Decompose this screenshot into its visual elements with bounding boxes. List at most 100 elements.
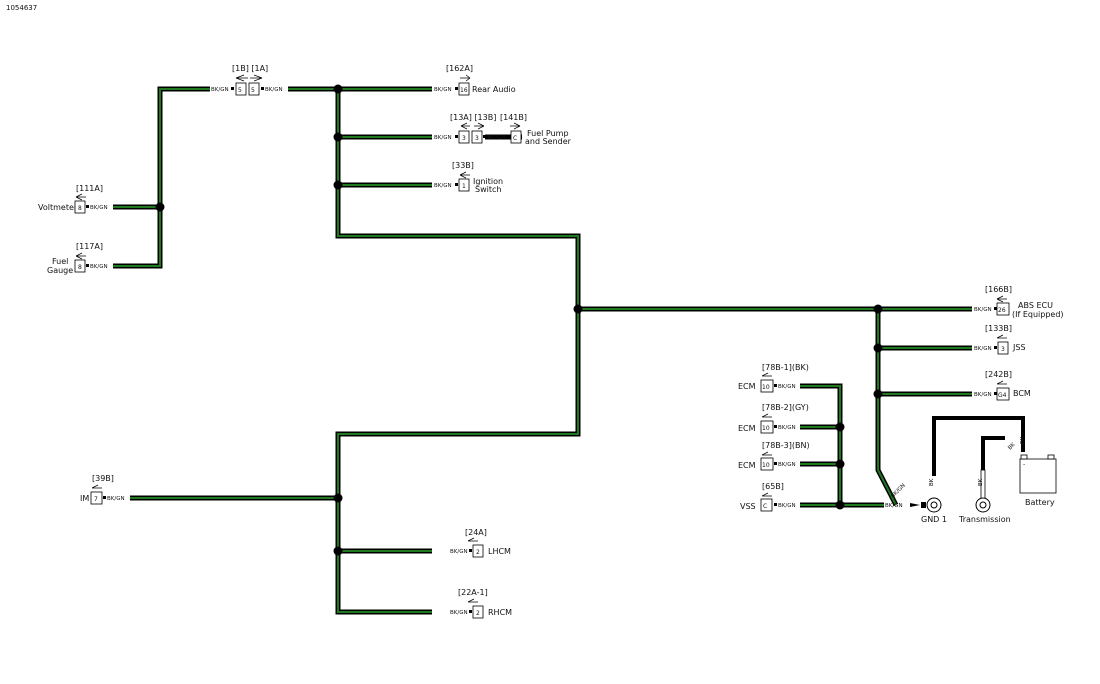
wire-label: BK — [978, 478, 984, 486]
pin-number: C — [513, 135, 517, 142]
connector-housing — [510, 130, 522, 144]
connector-22a-1: [22A-1] BK/GN 2 RHCM — [450, 588, 512, 619]
connector-111a: [111A] Voltmeter 8 BK/GN — [38, 184, 108, 214]
connector-ref: [78B-3](BN) — [762, 441, 810, 450]
component-name: Ignition — [473, 177, 503, 186]
component-name: BCM — [1013, 389, 1031, 398]
component-name: ECM — [738, 382, 756, 391]
pin-number: 8 — [78, 264, 82, 271]
wire-label: BK/GN — [778, 462, 796, 468]
component-name: ABS ECU — [1018, 301, 1053, 310]
connector-65b: [65B] VSS C BK/GN — [740, 482, 796, 512]
pin-number: 10 — [762, 425, 770, 432]
component-name: Gauge — [47, 266, 73, 275]
splice-dot — [873, 304, 883, 314]
wire-ground — [932, 416, 1025, 470]
component-name: Voltmeter — [38, 203, 78, 212]
connector-ref: [22A-1] — [458, 588, 488, 597]
connector-housing — [74, 259, 86, 273]
wire-label: BK/GN — [434, 183, 452, 189]
connector-housing — [458, 82, 470, 96]
connector-ref: [1B] [1A] — [232, 64, 268, 73]
splice-dot — [333, 132, 343, 142]
connector-housing — [996, 387, 1010, 401]
wire-label: BK/GN — [778, 384, 796, 390]
connector-housing — [760, 498, 773, 512]
component-name: Rear Audio — [472, 85, 516, 94]
component-name: RHCM — [488, 608, 512, 617]
connector-housing — [248, 82, 260, 96]
wire-label: BK/GN — [778, 425, 796, 431]
pin-number: 2 — [476, 610, 480, 617]
component-name: and Sender — [525, 137, 572, 146]
ground-name: GND 1 — [921, 515, 947, 524]
pin-number: 3 — [462, 135, 466, 142]
pin-number: 8 — [78, 205, 82, 212]
splice-dot — [155, 202, 165, 212]
connector-ref: [24A] — [465, 528, 487, 537]
splice-dot — [333, 546, 343, 556]
connector-housing — [472, 605, 484, 619]
pin-number: 5 — [251, 87, 255, 94]
connector-242b: [242B] BK/GN G4 BCM — [974, 370, 1031, 401]
pin-number: 2 — [476, 549, 480, 556]
wire-label: BK/GN — [974, 392, 992, 398]
wire-label: BK/GN — [90, 264, 108, 270]
connector-ref: [78B-1](BK) — [762, 363, 809, 372]
component-name: Fuel Pump — [527, 129, 569, 138]
connector-13a-13b: [13A] [13B] BK/GN 3 3 BK/GN — [434, 113, 506, 144]
pin-number: 3 — [475, 135, 479, 142]
splice-dot — [873, 389, 883, 399]
wire-label: BK/GN — [885, 503, 903, 509]
connector-78b-1: [78B-1](BK) ECM 10 BK/GN — [738, 363, 809, 393]
connector-166b: [166B] BK/GN 26 ABS ECU (If Equipped) — [974, 285, 1064, 319]
connector-ref: [242B] — [985, 370, 1012, 379]
pin-number: 10 — [762, 462, 770, 469]
battery-icon — [1019, 458, 1057, 494]
component-name: LHCM — [488, 547, 511, 556]
splice-dot — [835, 500, 845, 510]
wire-label: BK/GN — [450, 610, 468, 616]
pin-number: 1 — [462, 183, 466, 190]
connector-housing — [760, 457, 774, 471]
component-name: IM — [80, 494, 89, 503]
connector-housing — [471, 130, 483, 144]
connector-24a: [24A] BK/GN 2 LHCM — [450, 528, 511, 558]
connector-78b-2: [78B-2](GY) ECM 10 BK/GN — [738, 403, 809, 434]
connector-1b-1a: [1B] [1A] BK/GN 5 5 BK/GN — [211, 64, 283, 96]
wire-label: BK/GN — [488, 135, 506, 141]
wire-label: BK/GN — [107, 496, 125, 502]
connector-housing — [472, 544, 484, 558]
connector-78b-3: [78B-3](BN) ECM 10 BK/GN — [738, 441, 810, 471]
connector-133b: [133B] BK/GN 3 JSS — [974, 324, 1026, 355]
pin-number: 26 — [998, 307, 1006, 314]
splice-dot — [835, 459, 845, 469]
component-name: VSS — [740, 502, 756, 511]
wire-label: BK/GN — [90, 205, 108, 211]
splice-dot — [333, 84, 343, 94]
figure-id: 1054637 — [6, 4, 37, 12]
connector-117a: [117A] Fuel Gauge 8 BK/GN — [47, 242, 108, 275]
connector-ref: [33B] — [452, 161, 474, 170]
pin-number: 3 — [1001, 346, 1005, 353]
component-name: Fuel — [52, 257, 68, 266]
connector-39b: [39B] IM 7 BK/GN — [80, 474, 125, 505]
battery-name: Battery — [1025, 498, 1055, 507]
component-name: ECM — [738, 424, 756, 433]
connector-housing — [760, 420, 774, 434]
pin-number: 7 — [94, 496, 98, 503]
connector-ref: [78B-2](GY) — [762, 403, 809, 412]
connector-housing — [74, 200, 86, 214]
connector-housing — [996, 302, 1010, 316]
wire-label: BK — [1020, 436, 1026, 444]
connector-ref: [141B] — [500, 113, 527, 122]
wire-label: BK/GN — [265, 87, 283, 93]
wire-label: BK/GN — [434, 87, 452, 93]
splice-dot — [873, 343, 883, 353]
wire-top-bus — [130, 86, 972, 615]
wire-label: BK/GN — [450, 549, 468, 555]
connector-ref: [111A] — [76, 184, 103, 193]
wire-label: BK — [929, 478, 935, 486]
component-name: Switch — [475, 185, 501, 194]
